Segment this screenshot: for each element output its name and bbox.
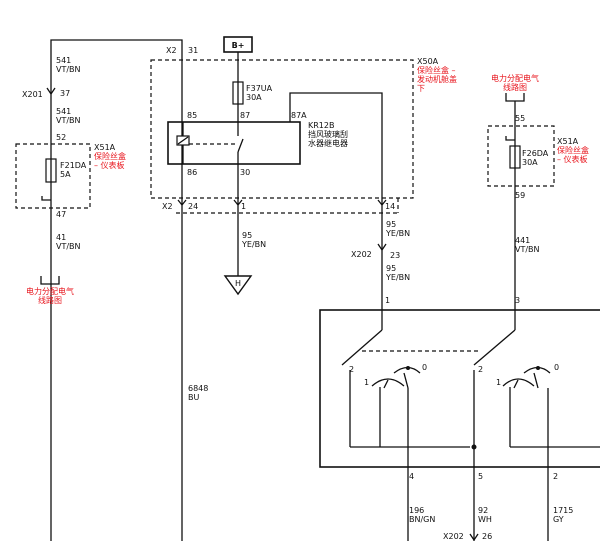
- pin-31: 31: [188, 46, 198, 55]
- fuse-f37ua-name: F37UA: [246, 84, 273, 93]
- wire-95a-number: 95: [242, 231, 252, 240]
- wire-541b-color: VT/BN: [56, 116, 81, 125]
- pin-55: 55: [515, 114, 525, 123]
- x202-connector-symbol: [377, 243, 387, 252]
- wire-41-color: VT/BN: [56, 242, 81, 251]
- switch-a-contact-arc: [371, 366, 421, 389]
- motor-pin-5: 5: [478, 472, 483, 481]
- switch-a-pos-0: 0: [422, 363, 427, 372]
- switch-a-blade: [341, 329, 383, 366]
- switch-b-blade: [473, 329, 516, 366]
- pin-23: 23: [390, 251, 400, 260]
- x50a-fuse-box-outline: [150, 59, 414, 199]
- relay-id: KR12B: [308, 121, 334, 130]
- switch-b-pos-1: 1: [496, 378, 501, 387]
- pin-47: 47: [56, 210, 66, 219]
- switch-a-pos-2: 2: [349, 365, 354, 374]
- pin-37: 37: [60, 89, 70, 98]
- pin-87: 87: [240, 111, 250, 120]
- wire-95b-color: YE/BN: [385, 229, 410, 238]
- switch-b-contact-arc: [502, 366, 551, 389]
- wire-95c-color: YE/BN: [385, 273, 410, 282]
- x2-pin-24-symbol: [177, 199, 187, 207]
- motor-pin-4: 4: [409, 472, 414, 481]
- x202-bottom-connector-symbol: [469, 533, 479, 541]
- relay-desc-2: 水器继电器: [308, 138, 348, 148]
- motor-pin-2: 2: [553, 472, 558, 481]
- x201-connector-symbol: [46, 87, 56, 96]
- wire-92-color: WH: [478, 515, 492, 524]
- motor-pin-1: 1: [385, 296, 390, 305]
- pin-1: 1: [241, 202, 246, 211]
- switch-b-pos-2: 2: [478, 365, 483, 374]
- relay-kr12b-outline: [167, 121, 301, 165]
- x51a-left-fuse-block-outline: [15, 143, 91, 209]
- x50a-desc-3: 下: [417, 84, 425, 93]
- fuse-f21da-name: F21DA: [60, 161, 87, 170]
- x201-label: X201: [22, 90, 43, 99]
- right-ref-connector: [505, 93, 525, 102]
- wire-196-number: 196: [409, 506, 424, 515]
- wire-95a-color: YE/BN: [241, 240, 266, 249]
- pin-85: 85: [187, 111, 197, 120]
- right-ref-line-2: 线路图: [503, 82, 527, 92]
- wire-6848-number: 6848: [188, 384, 208, 393]
- left-feed-wiring: [50, 39, 183, 541]
- wire-441-number: 441: [515, 236, 530, 245]
- wire-541-color: VT/BN: [56, 65, 81, 74]
- pin-59: 59: [515, 191, 525, 200]
- wiper-motor-switch-box: [319, 309, 600, 468]
- x51a-left-id: X51A: [94, 143, 116, 152]
- left-ref-connector: [40, 276, 60, 285]
- x51a-left-desc-2: – 仪表板: [94, 160, 125, 170]
- wire-92-number: 92: [478, 506, 488, 515]
- fuse-f21da-rating: 5A: [60, 170, 71, 179]
- x50a-id: X50A: [417, 57, 439, 66]
- wire-1715-number: 1715: [553, 506, 573, 515]
- wire-196-color: BN/GN: [409, 515, 435, 524]
- wire-95b-number: 95: [386, 220, 396, 229]
- x202-bottom-label: X202: [443, 532, 464, 541]
- ground-h-symbol: [223, 275, 253, 296]
- fuse-f37ua-rating: 30A: [246, 93, 262, 102]
- fuse-f26da-name: F26DA: [522, 149, 549, 158]
- battery-positive-label: B+: [232, 41, 245, 50]
- relay-desc-1: 挡风玻璃刮: [308, 129, 348, 139]
- pin-26: 26: [482, 532, 492, 541]
- x202-label: X202: [351, 250, 372, 259]
- wire-6848-color: BU: [188, 393, 199, 402]
- pin-52: 52: [56, 133, 66, 142]
- fuse-block-terminal-mark: [41, 196, 51, 201]
- wire-541-number: 541: [56, 56, 71, 65]
- left-ref-line-2: 线路图: [38, 295, 62, 305]
- x50a-desc-1: 保险丝盒 –: [417, 65, 456, 75]
- x2-bottom-label: X2: [162, 202, 173, 211]
- left-ref-line-1: 电力分配电气: [26, 286, 74, 296]
- x50a-desc-2: 发动机舱盖: [417, 74, 457, 84]
- wire-1715-color: GY: [553, 515, 564, 524]
- wire-95c-number: 95: [386, 264, 396, 273]
- pin-24: 24: [188, 202, 198, 211]
- x2-top-label: X2: [166, 46, 177, 55]
- x51a-right-desc-2: – 仪表板: [557, 154, 588, 164]
- pin-86: 86: [187, 168, 197, 177]
- wire-441-color: VT/BN: [515, 245, 540, 254]
- right-ref-line-1: 电力分配电气: [491, 73, 539, 83]
- junction-dot: [471, 444, 477, 450]
- ground-h-label: H: [235, 279, 241, 288]
- pin-30: 30: [240, 168, 250, 177]
- fuse-f26da-rating: 30A: [522, 158, 538, 167]
- motor-pin-3: 3: [515, 296, 520, 305]
- switch-a-pos-1: 1: [364, 378, 369, 387]
- x51a-left-desc-1: 保险丝盒: [94, 151, 126, 161]
- x51a-right-desc-1: 保险丝盒: [557, 145, 589, 155]
- relay-switch-blade: [237, 138, 244, 153]
- x51a-right-id: X51A: [557, 137, 579, 146]
- pin-87a: 87A: [291, 111, 307, 120]
- wire-541b-number: 541: [56, 107, 71, 116]
- switch-b-pos-0: 0: [554, 363, 559, 372]
- pin-14: 14: [385, 202, 395, 211]
- wire-41-number: 41: [56, 233, 66, 242]
